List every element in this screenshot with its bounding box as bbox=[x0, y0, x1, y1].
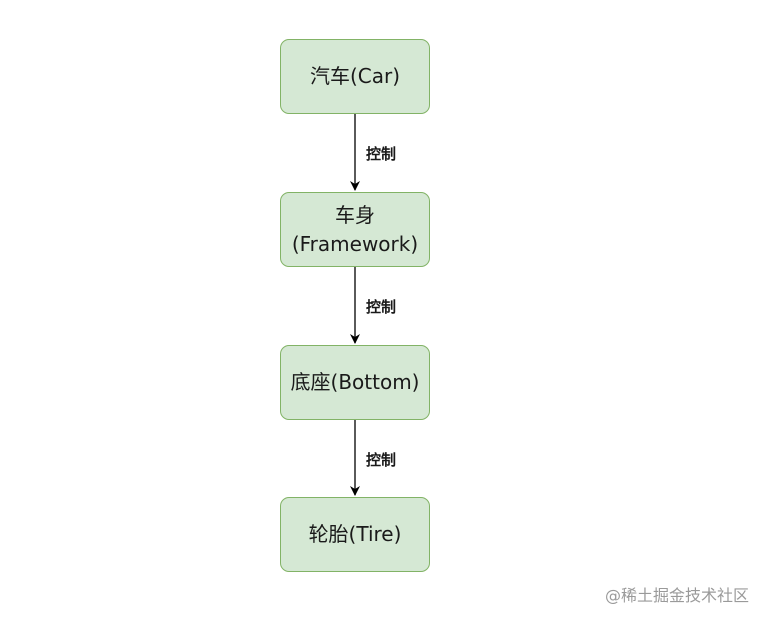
node-framework-label-line2: (Framework) bbox=[291, 231, 419, 256]
node-tire: 轮胎(Tire) bbox=[280, 497, 430, 572]
node-car: 汽车(Car) bbox=[280, 39, 430, 114]
node-framework-label-line1: 车身 bbox=[334, 202, 375, 227]
node-bottom-label: 底座(Bottom) bbox=[290, 370, 420, 394]
node-tire-label: 轮胎(Tire) bbox=[308, 522, 402, 546]
node-framework: 车身 (Framework) bbox=[280, 192, 430, 267]
edge-label-control-1: 控制 bbox=[366, 145, 397, 163]
watermark: @稀土掘金技术社区 bbox=[604, 586, 749, 605]
node-car-label: 汽车(Car) bbox=[309, 64, 401, 88]
edge-label-control-3: 控制 bbox=[366, 451, 397, 469]
edge-label-control-2: 控制 bbox=[366, 298, 397, 316]
node-bottom: 底座(Bottom) bbox=[280, 345, 430, 420]
